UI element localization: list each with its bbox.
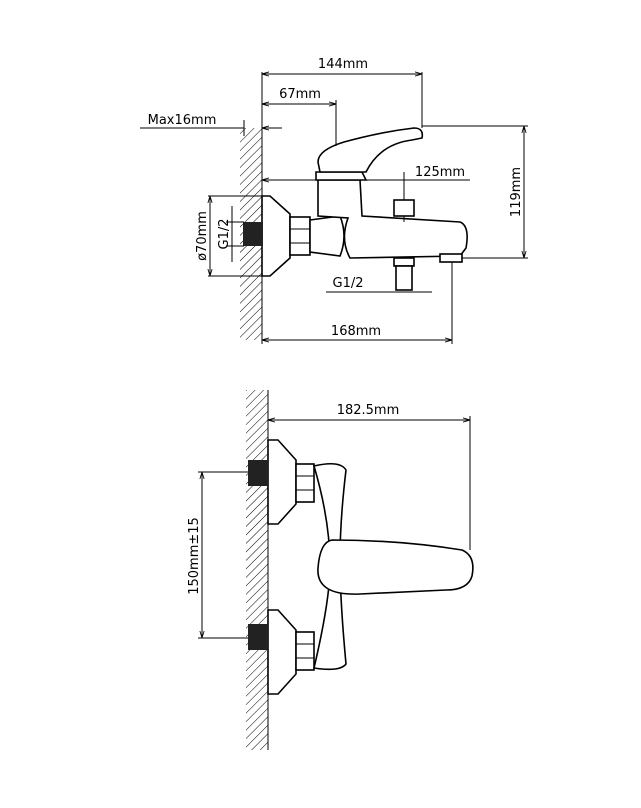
dim-label-max16: Max16mm (148, 113, 217, 128)
dim-label-168: 168mm (331, 324, 381, 339)
dim-label-g12-outlet: G1/2 (333, 276, 364, 291)
dim-label-144: 144mm (318, 57, 368, 72)
lower-inlet-thread (248, 624, 268, 650)
hose-outlet-thread (395, 265, 413, 291)
dim-label-150: 150mm±15 (187, 517, 202, 595)
dim-label-119: 119mm (509, 167, 524, 217)
dim-label-182: 182.5mm (337, 403, 400, 418)
mixer-inlet-body (309, 215, 345, 257)
lower-escutcheon (267, 609, 297, 695)
top-side-view: 144mm 67mm Max16mm 125mm 119mm ø70mm G1/… (140, 57, 528, 344)
lever-handle-front (317, 539, 474, 595)
lever-handle (317, 127, 424, 173)
wall-hatch-bottom (246, 390, 268, 750)
dim-label-g12-inlet: G1/2 (217, 219, 232, 250)
dim-label-125: 125mm (415, 165, 465, 180)
spout-outlet (439, 253, 463, 263)
dim-label-70: ø70mm (195, 211, 210, 261)
inlet-pipe-thread (243, 222, 263, 246)
upper-escutcheon (267, 439, 297, 525)
front-view: 182.5mm 150mm±15 (187, 390, 474, 750)
hex-nut (289, 216, 311, 256)
upper-hex-nut (295, 463, 315, 503)
hose-outlet-nut (393, 257, 415, 267)
dim-label-67: 67mm (279, 87, 321, 102)
lower-hex-nut (295, 631, 315, 671)
flange-escutcheon (261, 195, 291, 277)
upper-inlet-thread (248, 460, 268, 486)
handle-base (315, 171, 368, 181)
mixer-body-spout (317, 179, 468, 259)
diverter-knob (393, 199, 415, 217)
